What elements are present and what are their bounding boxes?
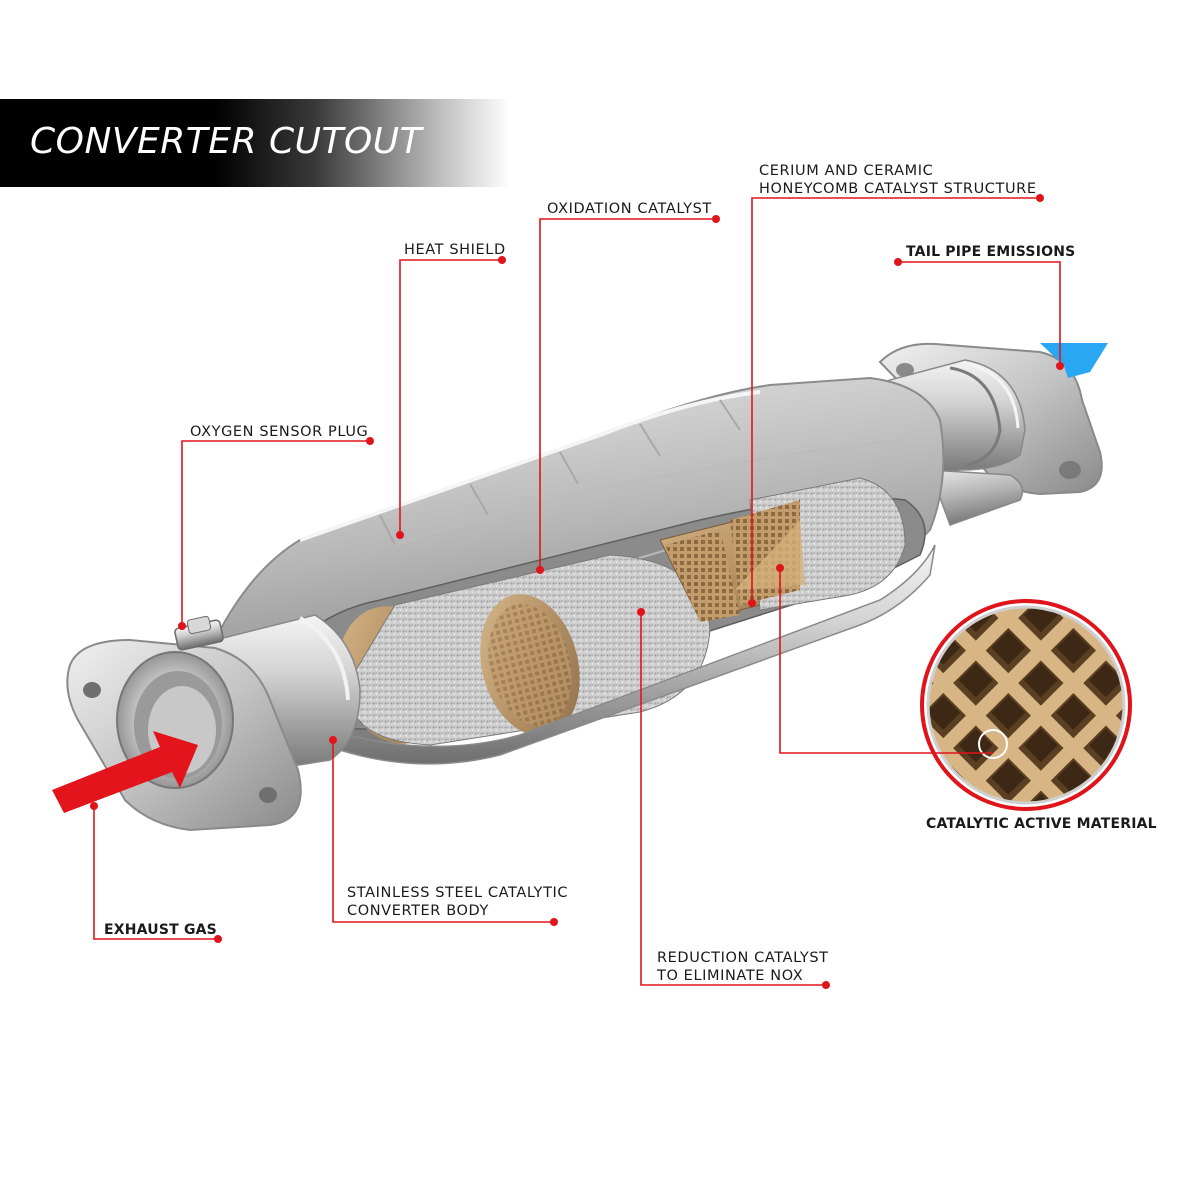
label-reduction-line1: REDUCTION CATALYST [657,950,829,966]
leader-lines [93,197,1061,986]
leader-dots [90,194,1064,989]
label-cerium-line1: CERIUM AND CERAMIC [759,163,934,179]
arrow-right-icon [52,731,198,813]
mounting-tab [928,469,1024,526]
arrow-right-icon [1040,343,1108,378]
label-reduction-line2: TO ELIMINATE NOX [657,968,804,984]
oxygen-sensor-plug [174,615,224,651]
label-exhaust-gas: EXHAUST GAS [104,922,217,938]
label-stainless-line1: STAINLESS STEEL CATALYTIC [347,885,569,901]
label-tail-pipe-emissions: TAIL PIPE EMISSIONS [906,244,1076,260]
label-stainless-line2: CONVERTER BODY [347,903,489,919]
honeycomb-magnifier [920,599,1132,811]
page-title: CONVERTER CUTOUT [30,121,423,162]
title-banner [0,99,510,187]
oxidation-catalyst-brick [659,477,906,622]
label-oxidation-catalyst: OXIDATION CATALYST [547,201,712,217]
label-oxygen-sensor-plug: OXYGEN SENSOR PLUG [190,424,369,440]
label-heat-shield: HEAT SHIELD [404,242,506,258]
lower-shell [328,544,936,765]
label-catalytic-active-material: CATALYTIC ACTIVE MATERIAL [926,816,1157,832]
label-cerium-line2: HONEYCOMB CATALYST STRUCTURE [759,181,1037,197]
